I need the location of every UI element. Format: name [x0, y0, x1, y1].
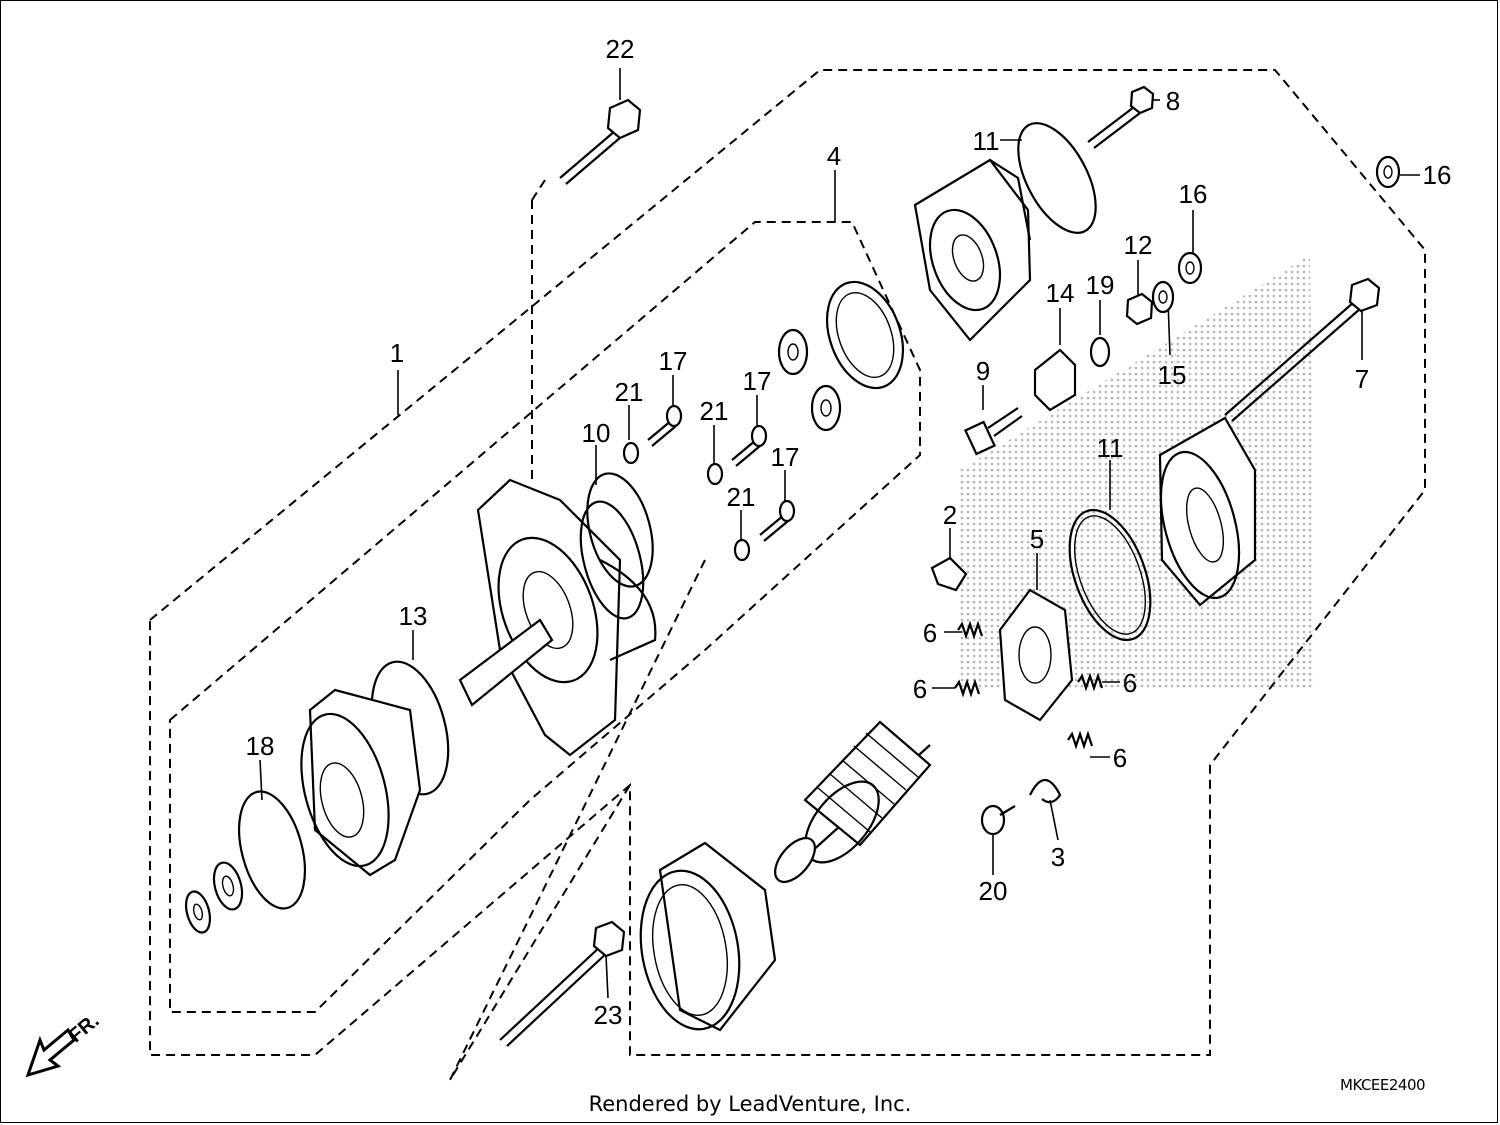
assembly-outline-4 [169, 221, 921, 1013]
seal-icon [212, 861, 244, 911]
washer-21a-icon [622, 441, 640, 465]
spring-6a-icon [957, 620, 984, 640]
bolt-8-icon [1087, 85, 1155, 149]
bolt-23-icon [499, 920, 626, 1047]
armature-icon [774, 720, 932, 883]
diagram-code: MKCEE2400 [1340, 1076, 1426, 1094]
callout-18: 18 [246, 731, 275, 761]
nut-16-right-icon [1375, 155, 1401, 189]
insulator-14-icon [1033, 348, 1077, 412]
nut-16-icon [1177, 251, 1203, 285]
callout-6d: 6 [1113, 743, 1127, 773]
callout-21b: 21 [700, 396, 729, 426]
callout-9: 9 [976, 356, 990, 386]
front-direction-arrow-icon: FR. [25, 1010, 104, 1078]
callout-17a: 17 [659, 346, 688, 376]
rear-cover-bottom-icon [1158, 416, 1257, 607]
brush-2-icon [930, 556, 968, 592]
brush-holder-5-icon [998, 588, 1074, 722]
washer-19-icon [1089, 336, 1111, 368]
washer-21c-icon [733, 538, 751, 562]
spring-6b-icon [954, 678, 981, 698]
callout-22: 22 [606, 34, 635, 64]
gear-upper-icon [777, 328, 809, 376]
bolt-7-icon [1224, 277, 1381, 422]
spring-6d-icon [1067, 730, 1094, 750]
reduction-case-icon [300, 688, 422, 877]
callout-11b: 11 [1097, 433, 1124, 463]
callout-6b: 6 [913, 674, 927, 704]
washer-21b-icon [706, 462, 724, 486]
callout-11a: 11 [973, 126, 1000, 156]
ring-gear-icon [826, 280, 904, 390]
callout-labels: 1 2 3 4 5 6 6 6 6 7 8 9 10 11 11 12 13 1… [246, 34, 1452, 1030]
clip-3-icon [1029, 778, 1062, 804]
leader-lines [259, 68, 1420, 999]
o-ring-10-icon [586, 472, 654, 588]
gear-lower-icon [810, 384, 842, 432]
screw-17b-icon [731, 424, 768, 467]
callout-21c: 21 [727, 482, 756, 512]
callout-8: 8 [1166, 86, 1180, 116]
callout-20: 20 [979, 876, 1008, 906]
spring-6c-icon [1077, 672, 1104, 692]
callout-12: 12 [1124, 230, 1153, 260]
nut-12-icon [1125, 292, 1154, 326]
front-cover-icon [458, 478, 657, 757]
callout-17b: 17 [743, 366, 772, 396]
screw-17a-icon [647, 404, 683, 447]
callout-19: 19 [1086, 270, 1115, 300]
callout-1: 1 [390, 338, 404, 368]
washer-icon [184, 890, 212, 934]
callout-7: 7 [1355, 364, 1369, 394]
terminal-bolt-9-icon [963, 407, 1023, 456]
callout-13: 13 [399, 601, 428, 631]
callout-15: 15 [1158, 360, 1187, 390]
bolt-22-icon [559, 98, 642, 185]
callout-14: 14 [1046, 278, 1075, 308]
o-ring-11-mid-icon [1068, 508, 1152, 642]
assembly-outline-1 [149, 69, 1426, 1056]
callout-21a: 21 [615, 377, 644, 407]
callout-6a: 6 [923, 618, 937, 648]
rear-cover-top-icon [913, 158, 1032, 342]
callout-2: 2 [943, 500, 957, 530]
callout-17c: 17 [771, 442, 800, 472]
screw-20-icon [980, 804, 1016, 836]
callout-16b: 16 [1179, 179, 1208, 209]
callout-6c: 6 [1123, 668, 1137, 698]
o-ring-11-top-icon [1017, 122, 1097, 234]
footer-credit: Rendered by LeadVenture, Inc. [588, 1092, 912, 1116]
motor-case-icon [639, 841, 777, 1032]
o-ring-18-icon [238, 790, 306, 910]
callout-16a: 16 [1423, 160, 1452, 190]
callout-10: 10 [582, 418, 611, 448]
callout-5: 5 [1030, 524, 1044, 554]
callout-4: 4 [827, 141, 841, 171]
callout-23: 23 [594, 1000, 623, 1030]
callout-3: 3 [1051, 842, 1065, 872]
washer-15-icon [1151, 280, 1175, 314]
screw-17c-icon [759, 499, 796, 542]
